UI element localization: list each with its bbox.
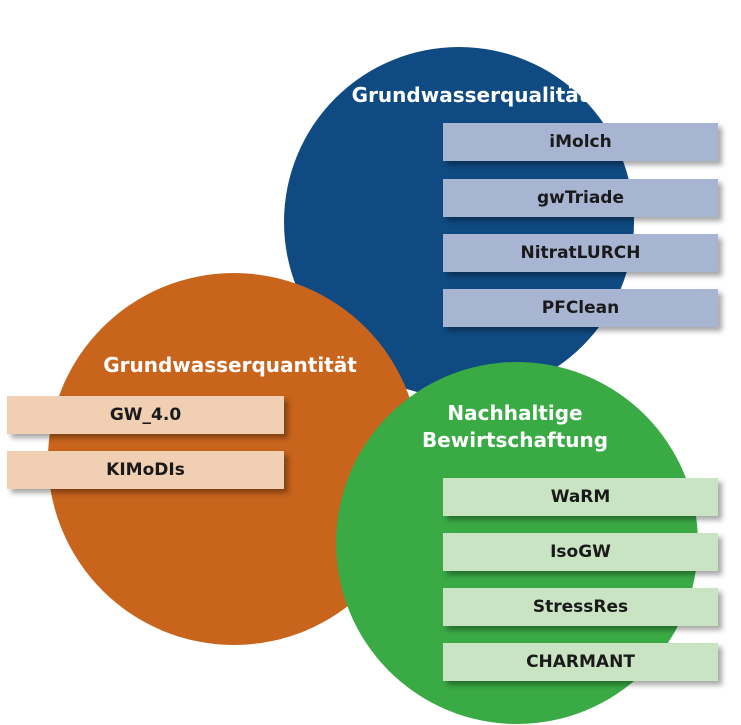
project-box-imolch: iMolch <box>443 123 718 161</box>
project-box-gwtriade: gwTriade <box>443 179 718 217</box>
project-box-nitratlurch: NitratLURCH <box>443 234 718 272</box>
sustainable-management-title: Nachhaltige Bewirtschaftung <box>380 400 650 454</box>
project-box-isogw: IsoGW <box>443 533 718 571</box>
project-box-stressres: StressRes <box>443 588 718 626</box>
groundwater-quality-title: Grundwasserqualität <box>351 83 589 107</box>
project-box-charmant: CHARMANT <box>443 643 718 681</box>
project-box-pfclean: PFClean <box>443 289 718 327</box>
sustainable-management-title-line1: Nachhaltige <box>447 401 583 425</box>
sustainable-management-title-line2: Bewirtschaftung <box>421 428 609 452</box>
project-box-warm: WaRM <box>443 478 718 516</box>
project-box-kimodis: KIMoDIs <box>7 451 284 489</box>
project-box-gw40: GW_4.0 <box>7 396 284 434</box>
groundwater-quantity-title: Grundwasserquantität <box>103 353 357 377</box>
